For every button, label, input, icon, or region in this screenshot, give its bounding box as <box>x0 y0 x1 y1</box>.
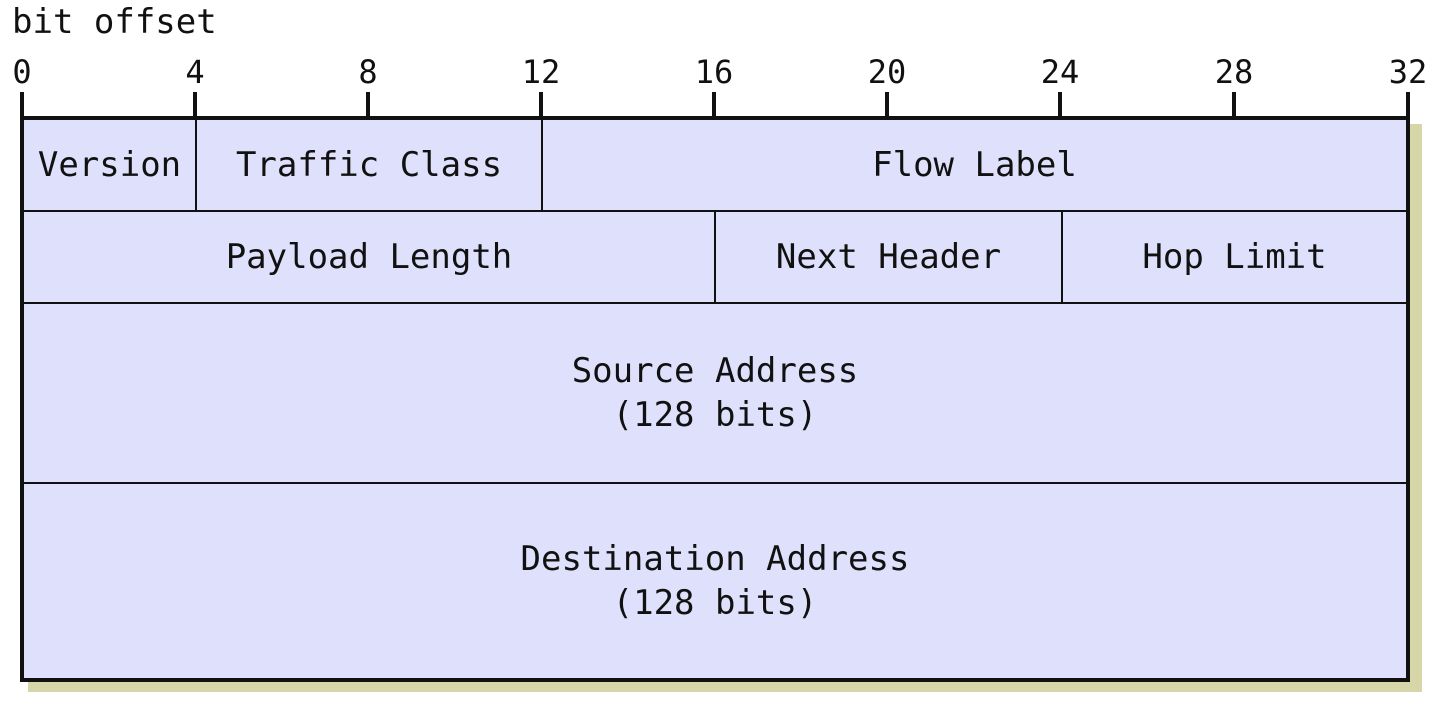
field-version: Version <box>24 120 197 212</box>
tick-label-12: 12 <box>521 53 561 91</box>
field-next-header-label: Next Header <box>775 237 1002 277</box>
tick-mark-4 <box>193 92 197 118</box>
field-traffic-class-label: Traffic Class <box>235 145 503 185</box>
field-destination-address: Destination Address (128 bits) <box>24 484 1406 678</box>
tick-mark-16 <box>712 92 716 118</box>
field-destination-address-size: (128 bits) <box>612 583 818 623</box>
field-hop-limit: Hop Limit <box>1063 212 1406 304</box>
field-flow-label: Flow Label <box>543 120 1406 212</box>
field-next-header: Next Header <box>716 212 1063 304</box>
tick-label-24: 24 <box>1040 53 1080 91</box>
tick-mark-32 <box>1406 92 1410 118</box>
field-version-label: Version <box>37 145 182 185</box>
field-traffic-class: Traffic Class <box>197 120 543 212</box>
field-source-address-label: Source Address <box>571 351 859 391</box>
tick-label-32: 32 <box>1388 53 1428 91</box>
ipv6-header-diagram: Version Traffic Class Flow Label Payload… <box>20 116 1410 682</box>
tick-label-4: 4 <box>185 53 205 91</box>
tick-label-0: 0 <box>12 53 32 91</box>
tick-mark-12 <box>539 92 543 118</box>
tick-mark-0 <box>20 92 24 118</box>
tick-label-16: 16 <box>694 53 734 91</box>
tick-label-8: 8 <box>358 53 378 91</box>
tick-mark-20 <box>885 92 889 118</box>
tick-mark-8 <box>366 92 370 118</box>
field-payload-length: Payload Length <box>24 212 716 304</box>
tick-mark-24 <box>1058 92 1062 118</box>
tick-mark-28 <box>1232 92 1236 118</box>
field-destination-address-label: Destination Address <box>520 539 910 579</box>
field-payload-length-label: Payload Length <box>225 237 513 277</box>
tick-label-28: 28 <box>1214 53 1254 91</box>
axis-caption: bit offset <box>12 2 217 42</box>
tick-label-20: 20 <box>867 53 907 91</box>
field-source-address-size: (128 bits) <box>612 395 818 435</box>
field-source-address: Source Address (128 bits) <box>24 304 1406 484</box>
field-hop-limit-label: Hop Limit <box>1142 237 1327 277</box>
field-flow-label-label: Flow Label <box>872 145 1077 185</box>
